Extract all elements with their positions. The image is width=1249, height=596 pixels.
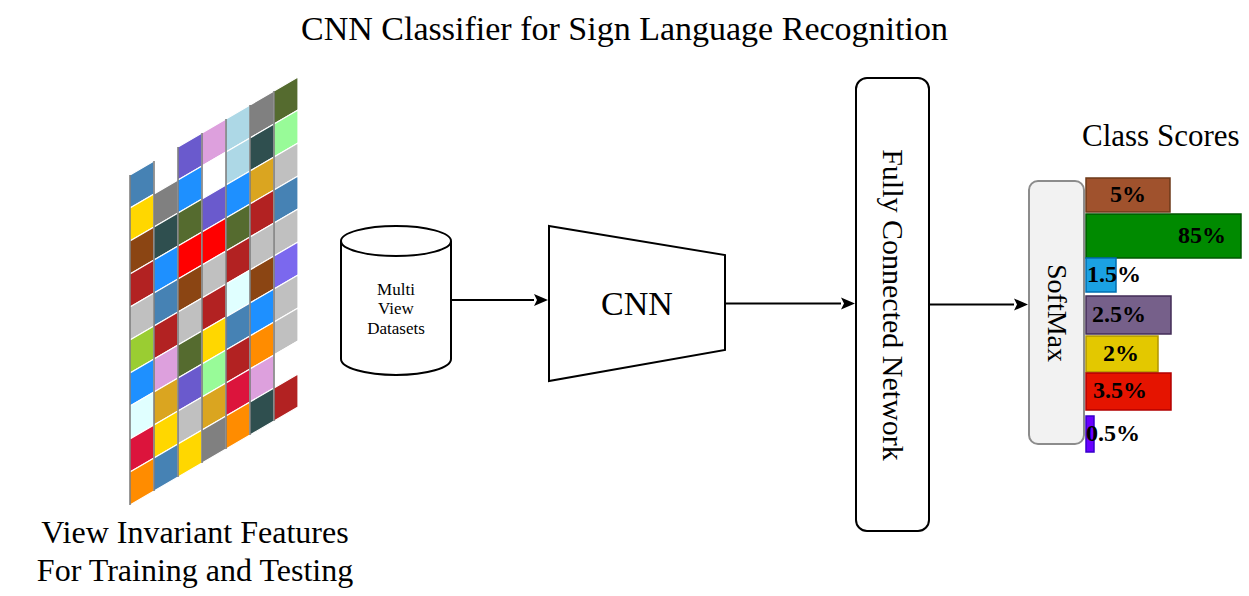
layer-edge	[226, 119, 227, 449]
feature-grid	[130, 77, 298, 505]
node-label: SoftMax	[1041, 264, 1073, 362]
score-bar	[1086, 296, 1171, 334]
layer-edge	[274, 91, 275, 421]
score-value: 0.5%	[1086, 420, 1140, 448]
node-label: Fully Connected Network	[876, 149, 910, 461]
node-label: CNN	[601, 285, 673, 323]
feature-cell	[274, 374, 298, 421]
score-value: 1.5%	[1087, 261, 1141, 289]
feature-cell	[154, 444, 178, 491]
score-bar	[1086, 336, 1158, 372]
layer-edge	[178, 147, 179, 477]
layer-edge	[154, 161, 155, 491]
score-bar	[1086, 214, 1241, 258]
layer-edge	[130, 175, 131, 505]
flow-arrow	[930, 299, 1028, 311]
cnn-trapezoid: CNN	[548, 225, 726, 382]
flow-arrow	[726, 298, 855, 310]
feature-cell	[178, 430, 202, 477]
feature-cell	[202, 416, 226, 463]
feature-cell	[250, 388, 274, 435]
score-value: 85%	[1178, 222, 1226, 250]
feature-cell	[130, 458, 154, 505]
layer-edge	[250, 105, 251, 435]
feature-cell	[226, 402, 250, 449]
score-bars	[1086, 178, 1241, 452]
dataset-cylinder: Multi View Datasets	[340, 225, 452, 375]
illustration-caption: View Invariant Features For Training and…	[25, 513, 365, 590]
softmax-box: SoftMax	[1028, 180, 1085, 445]
score-value: 2.5%	[1092, 301, 1146, 329]
layer-edge	[202, 133, 203, 463]
title: CNN Classifier for Sign Language Recogni…	[0, 10, 1249, 48]
score-value: 3.5%	[1093, 377, 1147, 405]
section-heading: Class Scores	[1082, 118, 1240, 154]
fc-network-box: Fully Connected Network	[855, 77, 930, 532]
node-label: Multi View Datasets	[364, 280, 428, 339]
flow-arrow	[452, 294, 548, 306]
score-bar	[1086, 373, 1171, 410]
score-value: 5%	[1110, 181, 1146, 209]
score-bar	[1086, 178, 1170, 212]
score-value: 2%	[1103, 340, 1139, 368]
